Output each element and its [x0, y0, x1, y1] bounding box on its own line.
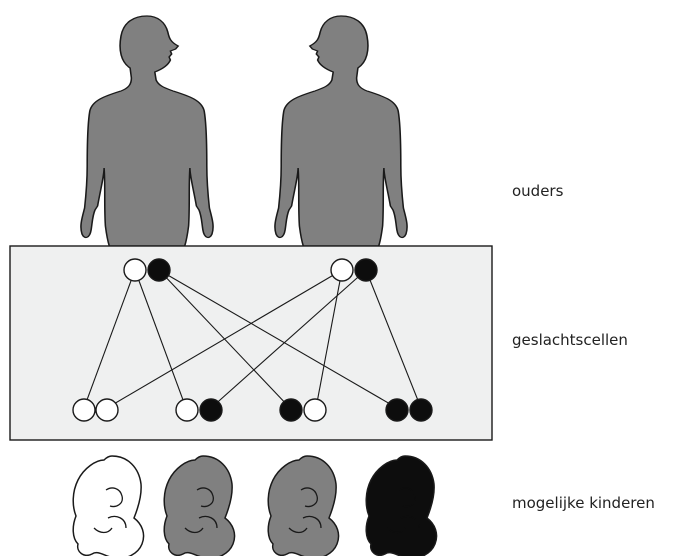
pair-allele: [96, 399, 118, 421]
pair-allele: [200, 399, 222, 421]
gamete-white: [331, 259, 353, 281]
label-parents: ouders: [512, 182, 563, 200]
pair-allele: [73, 399, 95, 421]
gamete-black: [355, 259, 377, 281]
gamete-white: [124, 259, 146, 281]
parent-left-silhouette: [81, 16, 213, 246]
pair-allele: [280, 399, 302, 421]
children: [73, 456, 436, 556]
label-gametes: geslachtscellen: [512, 331, 628, 349]
pair-allele: [410, 399, 432, 421]
pair-allele: [386, 399, 408, 421]
child-fetus: [164, 456, 234, 556]
child-fetus: [268, 456, 338, 556]
parent-right-silhouette: [275, 16, 407, 246]
child-fetus: [73, 456, 143, 556]
pair-allele: [304, 399, 326, 421]
child-fetus: [366, 456, 436, 556]
pair-allele: [176, 399, 198, 421]
label-children: mogelijke kinderen: [512, 494, 655, 512]
gamete-black: [148, 259, 170, 281]
